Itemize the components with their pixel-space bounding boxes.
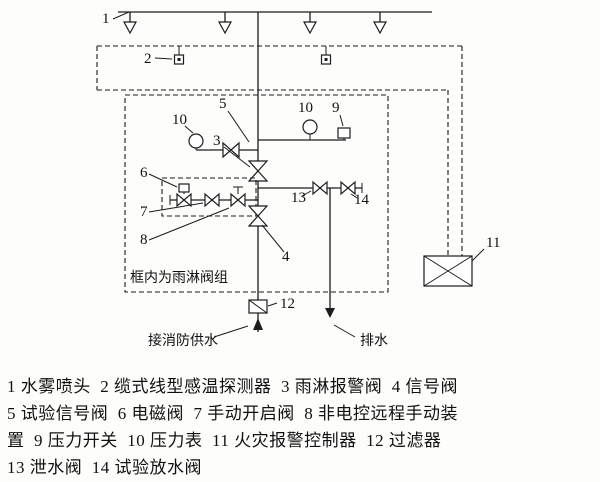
drain-annotation: 排水 xyxy=(333,324,388,349)
callout-8-leader xyxy=(148,207,230,241)
solenoid-valve xyxy=(176,183,192,208)
drain-branch: 13 14 xyxy=(258,180,370,318)
callout-10-right: 10 xyxy=(298,100,313,116)
frame-note: 框内为雨淋阀组 xyxy=(130,270,228,286)
sprinkler-header: 1 xyxy=(102,11,432,35)
callout-2: 2 xyxy=(144,51,152,67)
supply-connection: 接消防供水 xyxy=(148,318,263,349)
test-signal-branch: 10 5 xyxy=(172,96,258,159)
manual-release-valve xyxy=(204,192,220,208)
legend-line-1: 1 水雾喷头 2 缆式线型感温探测器 3 雨淋报警阀 4 信号阀 xyxy=(7,377,458,396)
callout-3-leader xyxy=(223,146,251,168)
callout-13-leader xyxy=(301,190,312,197)
callout-6-leader xyxy=(148,173,178,188)
callout-1: 1 xyxy=(102,11,110,27)
callout-9: 9 xyxy=(332,100,340,116)
pressure-gauge-right xyxy=(302,119,318,140)
callout-10-left-leader xyxy=(184,125,194,134)
supply-label: 接消防供水 xyxy=(148,332,218,349)
callout-7: 7 xyxy=(140,204,148,220)
callout-3: 3 xyxy=(213,133,221,149)
spray-nozzle xyxy=(122,12,138,35)
drain-valve xyxy=(312,180,328,196)
callout-4-leader xyxy=(261,224,285,253)
pressure-gauge-left xyxy=(188,133,204,150)
callout-5: 5 xyxy=(219,96,227,112)
callout-2-leader xyxy=(154,57,173,60)
deluge-system-diagram: 1 2 框内为雨淋阀组 xyxy=(96,11,500,349)
spray-nozzle xyxy=(217,12,233,35)
callout-10-left: 10 xyxy=(172,112,187,128)
release-trim: 6 7 8 xyxy=(140,165,258,248)
callout-12-leader xyxy=(267,302,278,307)
drain-arrow xyxy=(325,308,335,318)
callout-7-leader xyxy=(148,202,204,213)
heat-detector xyxy=(320,46,332,65)
detection-loop: 2 xyxy=(96,45,463,256)
callout-8: 8 xyxy=(140,232,148,248)
legend-line-3: 置 9 压力开关 10 压力表 11 火灾报警控制器 12 过滤器 xyxy=(7,431,442,450)
callout-12: 12 xyxy=(280,296,295,312)
supply-arrow xyxy=(253,318,263,330)
filter: 12 xyxy=(248,296,295,314)
spray-nozzle xyxy=(372,12,388,35)
supply-leader xyxy=(213,325,249,338)
deluge-valve-group-frame xyxy=(124,94,389,293)
test-drain-valve xyxy=(340,180,356,196)
callout-14-leader xyxy=(350,193,358,199)
drain-label: 排水 xyxy=(360,333,388,349)
drain-leader xyxy=(333,324,356,338)
callout-9-leader xyxy=(339,114,344,127)
callout-11-leader xyxy=(471,248,485,262)
fire-alarm-controller: 11 xyxy=(423,235,500,287)
callout-6: 6 xyxy=(140,165,148,181)
legend-line-2: 5 试验信号阀 6 电磁阀 7 手动开启阀 8 非电控远程手动装 xyxy=(7,404,458,423)
spray-nozzle xyxy=(302,12,318,35)
callout-11: 11 xyxy=(486,235,500,251)
callout-1-leader xyxy=(112,11,130,20)
callout-14: 14 xyxy=(354,192,370,208)
remote-manual-device xyxy=(230,186,246,208)
legend-line-4: 13 泄水阀 14 试验放水阀 xyxy=(7,458,202,477)
callout-13: 13 xyxy=(291,190,306,206)
heat-detector xyxy=(173,46,185,65)
callout-5-leader xyxy=(227,110,250,143)
alarm-branch: 10 9 xyxy=(258,100,351,141)
pressure-switch xyxy=(337,127,351,140)
test-signal-valve xyxy=(222,141,240,159)
signal-valve: 4 xyxy=(247,205,290,265)
legend: 1 水雾喷头 2 缆式线型感温探测器 3 雨淋报警阀 4 信号阀 5 试验信号阀… xyxy=(7,373,596,481)
callout-4: 4 xyxy=(282,249,290,265)
